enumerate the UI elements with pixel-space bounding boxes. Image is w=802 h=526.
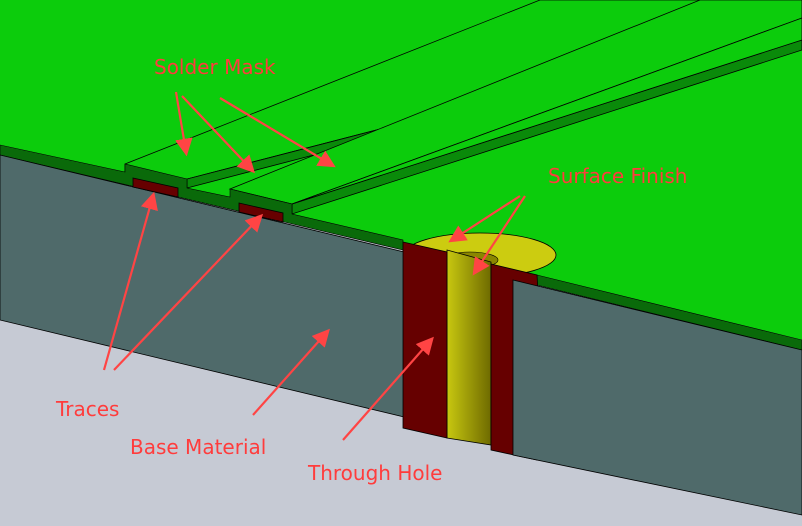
plated-barrel [446, 249, 492, 446]
label-traces: Traces [55, 397, 119, 421]
label-surface-finish: Surface Finish [548, 164, 687, 188]
raised-mask-strips [124, 0, 802, 215]
copper-wall-left [402, 241, 448, 439]
trace [238, 202, 284, 223]
annotation-arrows [102, 91, 526, 441]
label-base-material: Base Material [130, 435, 266, 459]
trace [132, 177, 179, 198]
label-solder-mask: Solder Mask [154, 55, 276, 79]
label-through-hole: Through Hole [307, 461, 442, 485]
base-material-right [512, 279, 802, 516]
